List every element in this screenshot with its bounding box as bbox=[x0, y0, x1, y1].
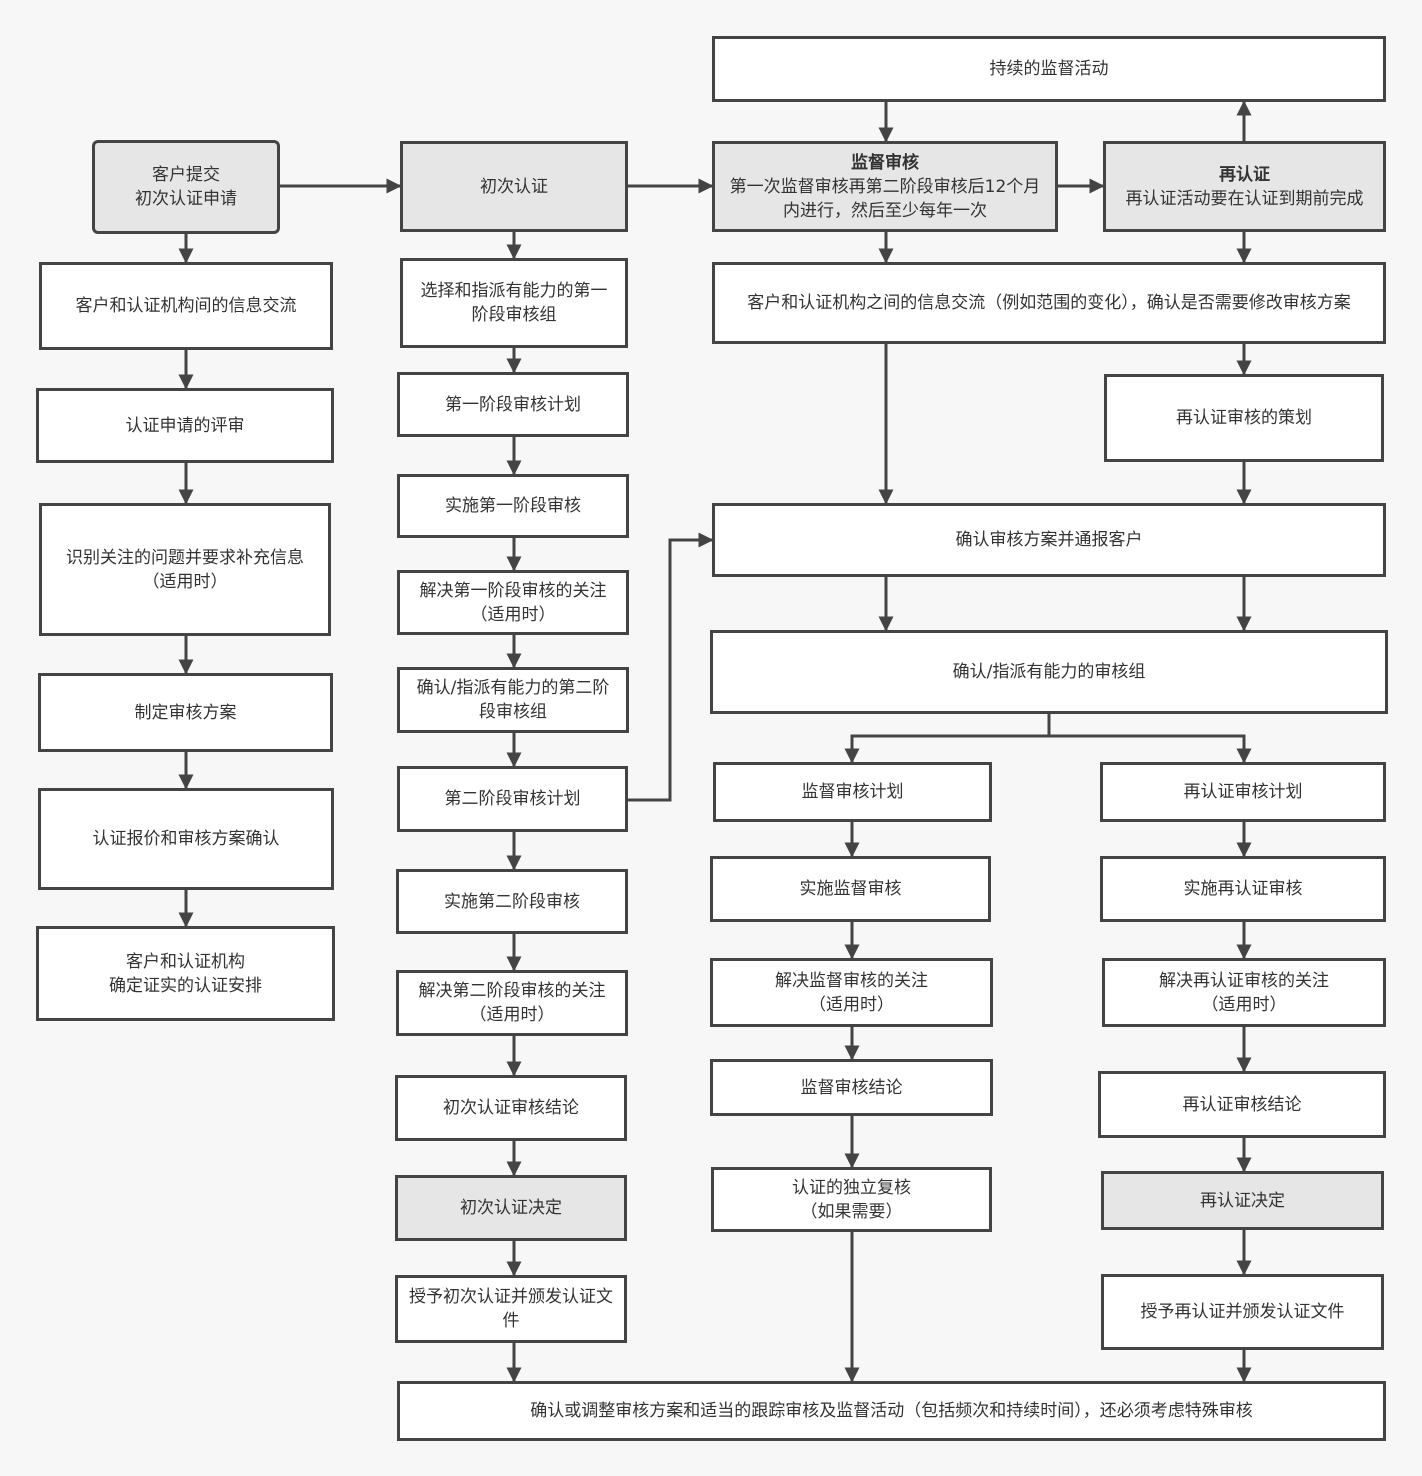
stage2-audit-label: 实施第二阶段审核 bbox=[444, 891, 580, 912]
recert-concerns-node: 解决再认证审核的关注 （适用时） bbox=[1102, 958, 1386, 1027]
stage1-plan-node: 第一阶段审核计划 bbox=[397, 372, 629, 437]
independent-review-node: 认证的独立复核 （如果需要） bbox=[711, 1167, 992, 1232]
surveillance-plan-label: 监督审核计划 bbox=[801, 782, 904, 802]
initial-certification-node: 初次认证 bbox=[400, 141, 628, 232]
info-exchange-label: 客户和认证机构间的信息交流 bbox=[75, 296, 297, 316]
stage1-audit-label: 实施第一阶段审核 bbox=[445, 496, 581, 516]
grant-initial-node: 授予初次认证并颁发认证文件 bbox=[395, 1275, 627, 1343]
stage2-plan-label: 第二阶段审核计划 bbox=[444, 789, 581, 809]
stage1-audit-node: 实施第一阶段审核 bbox=[397, 474, 629, 538]
info-exchange-node: 客户和认证机构间的信息交流 bbox=[39, 262, 333, 350]
confirm-team-label: 确认/指派有能力的审核组 bbox=[952, 662, 1146, 682]
recert-concerns-line1: 解决再认证审核的关注 bbox=[1159, 970, 1329, 991]
stage2-audit-node: 实施第二阶段审核 bbox=[396, 869, 628, 934]
recert-conclusion-node: 再认证审核结论 bbox=[1098, 1071, 1386, 1138]
continuous-surveillance-node: 持续的监督活动 bbox=[712, 36, 1386, 102]
identify-concerns-label: 识别关注的问题并要求补充信息（适用时） bbox=[66, 547, 304, 592]
quote-confirm-label: 认证报价和审核方案确认 bbox=[92, 829, 280, 849]
recert-plan-label: 再认证审核计划 bbox=[1183, 782, 1303, 802]
grant-initial-label: 授予初次认证并颁发认证文件 bbox=[409, 1287, 613, 1331]
stage2-concerns-node: 解决第二阶段审核的关注（适用时） bbox=[396, 970, 628, 1036]
application-review-node: 认证申请的评审 bbox=[36, 388, 334, 463]
certification-arrangement-line1: 客户和认证机构 bbox=[126, 951, 245, 972]
stage1-concerns-node: 解决第一阶段审核的关注（适用时） bbox=[397, 570, 629, 635]
independent-review-line2: （如果需要） bbox=[800, 1201, 903, 1222]
conduct-recert-node: 实施再认证审核 bbox=[1100, 856, 1386, 922]
surveillance-audit-desc: 第一次监督审核再第二阶段审核后12个月内进行，然后至少每年一次 bbox=[729, 176, 1041, 221]
client-application-line2: 初次认证申请 bbox=[135, 189, 237, 209]
client-application-node: 客户提交 初次认证申请 bbox=[92, 140, 280, 234]
recert-planning-node: 再认证审核的策划 bbox=[1104, 374, 1384, 462]
surveillance-concerns-node: 解决监督审核的关注 （适用时） bbox=[710, 958, 993, 1027]
initial-decision-label: 初次认证决定 bbox=[460, 1198, 562, 1218]
surveillance-plan-node: 监督审核计划 bbox=[713, 762, 992, 822]
recert-conclusion-label: 再认证审核结论 bbox=[1182, 1094, 1302, 1115]
surveillance-concerns-line2: （适用时） bbox=[809, 994, 894, 1015]
certification-arrangement-line2: 确定证实的认证安排 bbox=[109, 975, 262, 996]
conduct-surveillance-label: 实施监督审核 bbox=[799, 879, 902, 899]
initial-decision-node: 初次认证决定 bbox=[395, 1175, 627, 1241]
initial-certification-label: 初次认证 bbox=[480, 176, 548, 197]
surveillance-audit-title: 监督审核 bbox=[851, 152, 919, 173]
grant-recert-label: 授予再认证并颁发认证文件 bbox=[1140, 1302, 1345, 1322]
recertification-desc: 再认证活动要在认证到期前完成 bbox=[1125, 188, 1364, 209]
surveillance-concerns-line1: 解决监督审核的关注 bbox=[775, 970, 928, 991]
surveillance-audit-node: 监督审核 第一次监督审核再第二阶段审核后12个月内进行，然后至少每年一次 bbox=[712, 141, 1058, 232]
initial-conclusion-label: 初次认证审核结论 bbox=[443, 1098, 579, 1118]
recert-decision-node: 再认证决定 bbox=[1101, 1171, 1384, 1230]
info-exchange-scope-node: 客户和认证机构之间的信息交流（例如范围的变化），确认是否需要修改审核方案 bbox=[712, 262, 1386, 344]
confirm-adjust-program-label: 确认或调整审核方案和适当的跟踪审核及监督活动（包括频次和持续时间），还必须考虑特… bbox=[530, 1401, 1253, 1421]
recert-concerns-line2: （适用时） bbox=[1201, 994, 1287, 1015]
recertification-title: 再认证 bbox=[1219, 164, 1270, 185]
independent-review-line1: 认证的独立复核 bbox=[792, 1177, 911, 1198]
stage1-plan-label: 第一阶段审核计划 bbox=[445, 394, 581, 415]
confirm-adjust-program-node: 确认或调整审核方案和适当的跟踪审核及监督活动（包括频次和持续时间），还必须考虑特… bbox=[397, 1381, 1386, 1441]
establish-program-node: 制定审核方案 bbox=[38, 673, 333, 752]
surveillance-conclusion-label: 监督审核结论 bbox=[800, 1077, 903, 1098]
establish-program-label: 制定审核方案 bbox=[134, 702, 237, 723]
stage1-team-node: 选择和指派有能力的第一阶段审核组 bbox=[400, 258, 628, 348]
recert-plan-node: 再认证审核计划 bbox=[1100, 762, 1386, 822]
recert-planning-label: 再认证审核的策划 bbox=[1176, 408, 1312, 428]
confirm-program-label: 确认审核方案并通报客户 bbox=[955, 530, 1143, 550]
stage1-concerns-label: 解决第一阶段审核的关注（适用时） bbox=[419, 580, 607, 625]
initial-conclusion-node: 初次认证审核结论 bbox=[395, 1075, 627, 1141]
stage2-plan-node: 第二阶段审核计划 bbox=[397, 766, 628, 832]
client-application-line1: 客户提交 bbox=[152, 165, 220, 185]
confirm-team-node: 确认/指派有能力的审核组 bbox=[710, 630, 1388, 714]
conduct-surveillance-node: 实施监督审核 bbox=[710, 856, 991, 922]
stage2-concerns-label: 解决第二阶段审核的关注（适用时） bbox=[418, 981, 606, 1025]
application-review-label: 认证申请的评审 bbox=[125, 415, 245, 436]
conduct-recert-label: 实施再认证审核 bbox=[1183, 879, 1303, 899]
confirm-program-node: 确认审核方案并通报客户 bbox=[712, 503, 1386, 577]
stage1-team-label: 选择和指派有能力的第一阶段审核组 bbox=[420, 281, 608, 325]
continuous-surveillance-label: 持续的监督活动 bbox=[989, 59, 1109, 79]
certification-arrangement-node: 客户和认证机构 确定证实的认证安排 bbox=[36, 926, 335, 1021]
surveillance-conclusion-node: 监督审核结论 bbox=[710, 1059, 993, 1116]
recertification-node: 再认证 再认证活动要在认证到期前完成 bbox=[1103, 141, 1386, 232]
info-exchange-scope-label: 客户和认证机构之间的信息交流（例如范围的变化），确认是否需要修改审核方案 bbox=[747, 293, 1351, 313]
identify-concerns-node: 识别关注的问题并要求补充信息（适用时） bbox=[39, 503, 331, 636]
stage2-team-label: 确认/指派有能力的第二阶段审核组 bbox=[416, 678, 610, 722]
grant-recert-node: 授予再认证并颁发认证文件 bbox=[1101, 1274, 1384, 1350]
recert-decision-label: 再认证决定 bbox=[1200, 1190, 1285, 1211]
quote-confirm-node: 认证报价和审核方案确认 bbox=[38, 788, 334, 890]
stage2-team-node: 确认/指派有能力的第二阶段审核组 bbox=[397, 667, 629, 733]
